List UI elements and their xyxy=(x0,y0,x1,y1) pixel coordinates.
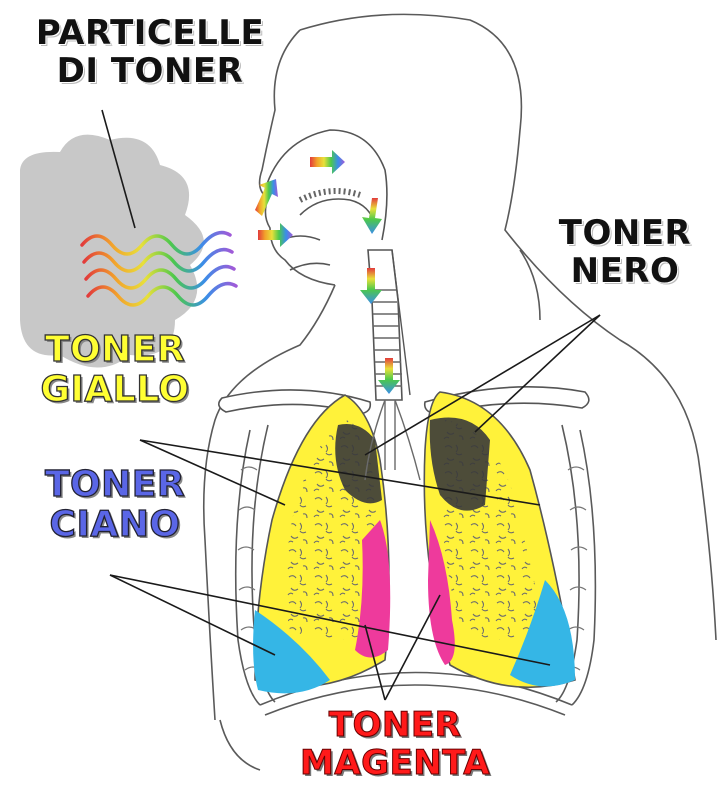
label-magenta-toner: TONER MAGENTA xyxy=(290,706,500,782)
clavicles xyxy=(219,387,589,414)
label-cyan-toner: TONER CIANO xyxy=(20,465,210,546)
nasal-cavity xyxy=(265,130,387,270)
label-yellow-toner: TONER GIALLO xyxy=(20,330,210,411)
palate xyxy=(300,191,360,200)
label-magenta-line-1: TONER xyxy=(290,706,500,744)
label-particles: PARTICELLE DI TONER xyxy=(20,14,280,90)
label-particles-line-1: PARTICELLE xyxy=(20,14,280,52)
label-yellow-line-1: TONER xyxy=(20,330,210,370)
label-black-line-1: TONER xyxy=(535,214,715,252)
label-yellow-line-2: GIALLO xyxy=(20,370,210,410)
label-cyan-line-1: TONER xyxy=(20,465,210,505)
label-particles-line-2: DI TONER xyxy=(20,52,280,90)
label-black-toner: TONER NERO xyxy=(535,214,715,290)
right-lung xyxy=(424,392,575,687)
label-black-line-2: NERO xyxy=(535,252,715,290)
left-lung xyxy=(253,395,390,693)
label-cyan-line-2: CIANO xyxy=(20,505,210,545)
label-magenta-line-2: MAGENTA xyxy=(290,744,500,782)
